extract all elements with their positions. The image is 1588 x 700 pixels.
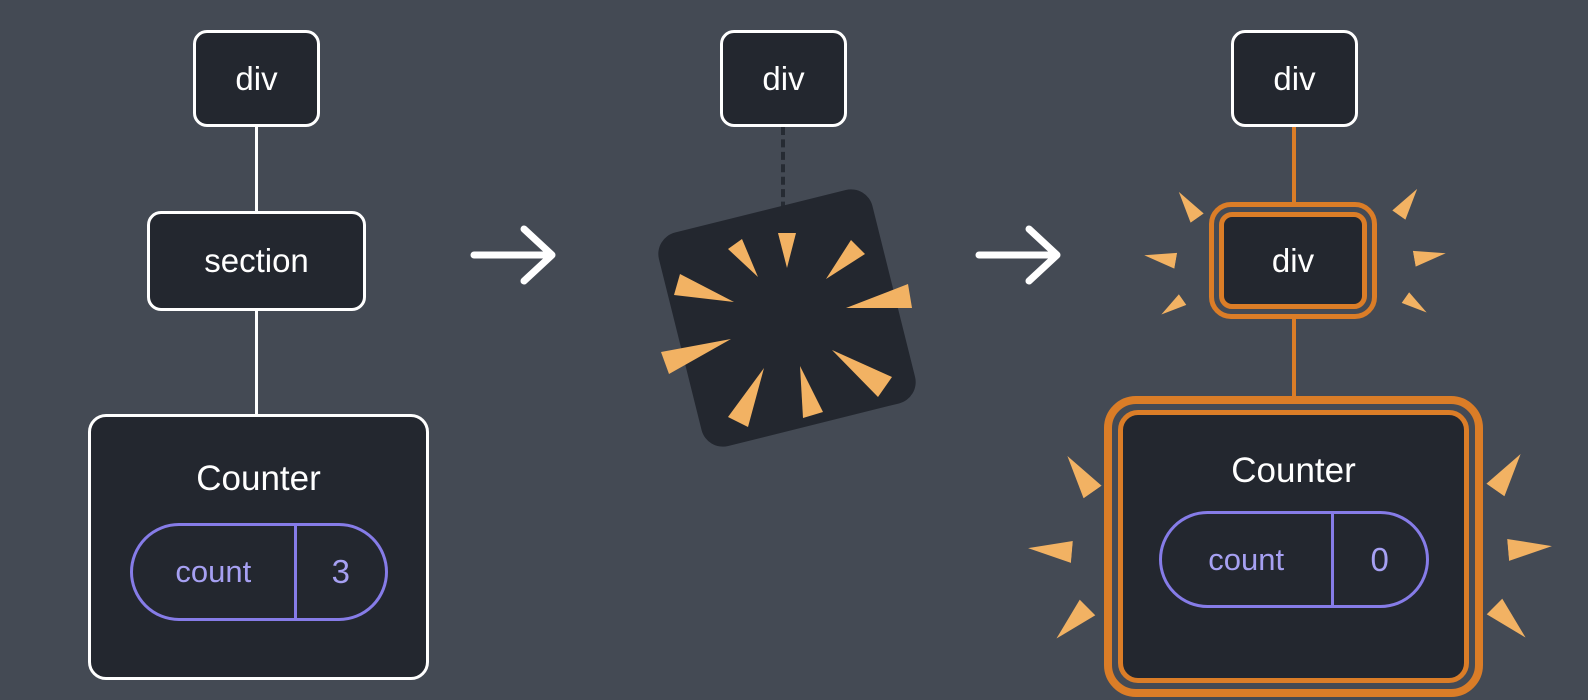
spark-icon	[1486, 453, 1521, 497]
highlight-connector-line	[1292, 127, 1296, 204]
component-counter-after: Counter count 0	[1118, 410, 1469, 683]
connector-line	[255, 311, 258, 414]
spark-icon	[1178, 191, 1204, 223]
spark-icon	[1392, 188, 1418, 220]
connector-line	[255, 127, 258, 211]
spark-icon	[1067, 455, 1102, 499]
spark-icon	[1412, 250, 1446, 267]
spark-icon	[1486, 598, 1526, 638]
spark-icon	[1144, 252, 1178, 269]
component-counter-after-halo: Counter count 0	[1104, 396, 1483, 697]
poof-deleted-section-icon	[658, 189, 916, 447]
node-label: div	[1273, 59, 1316, 97]
node-section-before: section	[147, 211, 366, 311]
state-value: 0	[1370, 540, 1389, 578]
state-pill-before: count 3	[129, 523, 388, 621]
spark-icon	[1028, 540, 1073, 563]
node-label: div	[235, 59, 278, 97]
node-label: section	[204, 242, 309, 279]
node-div-new-halo: div	[1209, 202, 1377, 319]
state-pill-after: count 0	[1158, 511, 1429, 608]
state-key: count	[1162, 514, 1334, 605]
node-div-new: div	[1219, 212, 1367, 309]
node-div-root-deleting: div	[720, 30, 847, 127]
node-div-root-after: div	[1231, 30, 1358, 127]
state-value: 3	[331, 553, 350, 590]
spark-icon	[1161, 294, 1187, 315]
node-div-root-before: div	[193, 30, 320, 127]
dashed-connector-line	[781, 127, 785, 222]
state-key: count	[133, 526, 298, 618]
component-title: Counter	[196, 459, 321, 498]
highlight-connector-line	[1292, 319, 1296, 398]
node-label: div	[762, 59, 805, 97]
spark-icon	[1056, 599, 1096, 639]
arrow-right-icon	[975, 225, 1061, 285]
spark-icon	[1401, 292, 1427, 313]
arrow-right-icon	[470, 225, 556, 285]
component-counter-before: Counter count 3	[88, 414, 429, 680]
component-title: Counter	[1231, 451, 1356, 490]
spark-icon	[1507, 538, 1552, 561]
node-label: div	[1271, 241, 1315, 279]
